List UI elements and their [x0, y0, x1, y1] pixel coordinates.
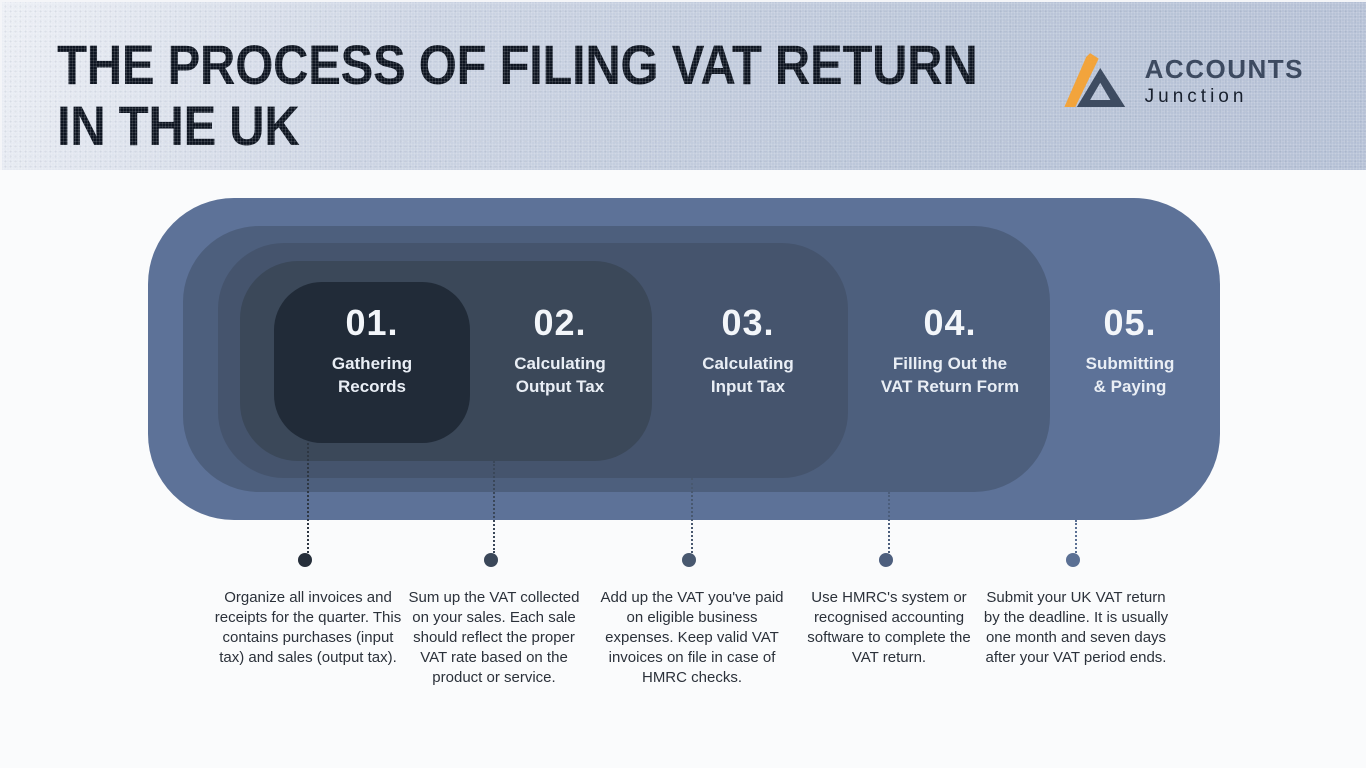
- step-2-number: 02.: [533, 302, 587, 343]
- step-3-dot: [682, 553, 696, 567]
- page-title-line1: THE PROCESS OF FILING VAT RETURN: [57, 33, 978, 96]
- step-4-description: Use HMRC's system or recognised accounti…: [807, 589, 971, 667]
- brand-logo: ACCOUNTS Junction: [1055, 50, 1304, 114]
- step-5-description: Submit your UK VAT return by the deadlin…: [983, 589, 1169, 667]
- step-5-connector-line: [1075, 520, 1077, 553]
- step-3-description: Add up the VAT you've paid on eligible b…: [600, 589, 784, 687]
- step-3-title: Calculating Input Tax: [702, 354, 794, 396]
- step-4-connector-line: [888, 492, 890, 553]
- step-2-title: Calculating Output Tax: [514, 354, 606, 396]
- step-1-description: Organize all invoices and receipts for t…: [214, 589, 402, 667]
- page-title: THE PROCESS OF FILING VAT RETURN IN THE …: [57, 33, 978, 157]
- triangle-logo-icon: [1055, 50, 1133, 114]
- step-2-dot: [484, 553, 498, 567]
- step-2-connector-line: [493, 461, 495, 553]
- step-5-number: 05.: [1103, 302, 1157, 343]
- step-4-number: 04.: [923, 302, 977, 343]
- step-1-label: 01. Gathering Records: [262, 302, 482, 399]
- page-title-line2: IN THE UK: [57, 94, 300, 157]
- step-4-title: Filling Out the VAT Return Form: [880, 354, 1020, 396]
- step-2-label: 02. Calculating Output Tax: [450, 302, 670, 399]
- process-diagram: 01. Gathering Records 02. Calculating Ou…: [0, 170, 1366, 768]
- step-5-title: Submitting & Paying: [1085, 354, 1175, 396]
- brand-text: ACCOUNTS Junction: [1144, 53, 1304, 108]
- step-4-label: 04. Filling Out the VAT Return Form: [840, 302, 1060, 399]
- step-1-dot: [298, 553, 312, 567]
- step-4-dot: [879, 553, 893, 567]
- step-1-connector-line: [307, 443, 309, 553]
- step-3-number: 03.: [721, 302, 775, 343]
- step-3-label: 03. Calculating Input Tax: [638, 302, 858, 399]
- step-5-dot: [1066, 553, 1080, 567]
- ring-step-1: [274, 282, 470, 443]
- step-1-title: Gathering Records: [331, 354, 413, 396]
- step-1-number: 01.: [345, 302, 399, 343]
- step-3-connector-line: [691, 478, 693, 553]
- brand-subname: Junction: [1144, 86, 1248, 108]
- step-5-label: 05. Submitting & Paying: [1020, 302, 1240, 399]
- step-2-description: Sum up the VAT collected on your sales. …: [408, 589, 580, 687]
- brand-name: ACCOUNTS: [1144, 53, 1304, 84]
- header-banner: THE PROCESS OF FILING VAT RETURN IN THE …: [0, 0, 1366, 170]
